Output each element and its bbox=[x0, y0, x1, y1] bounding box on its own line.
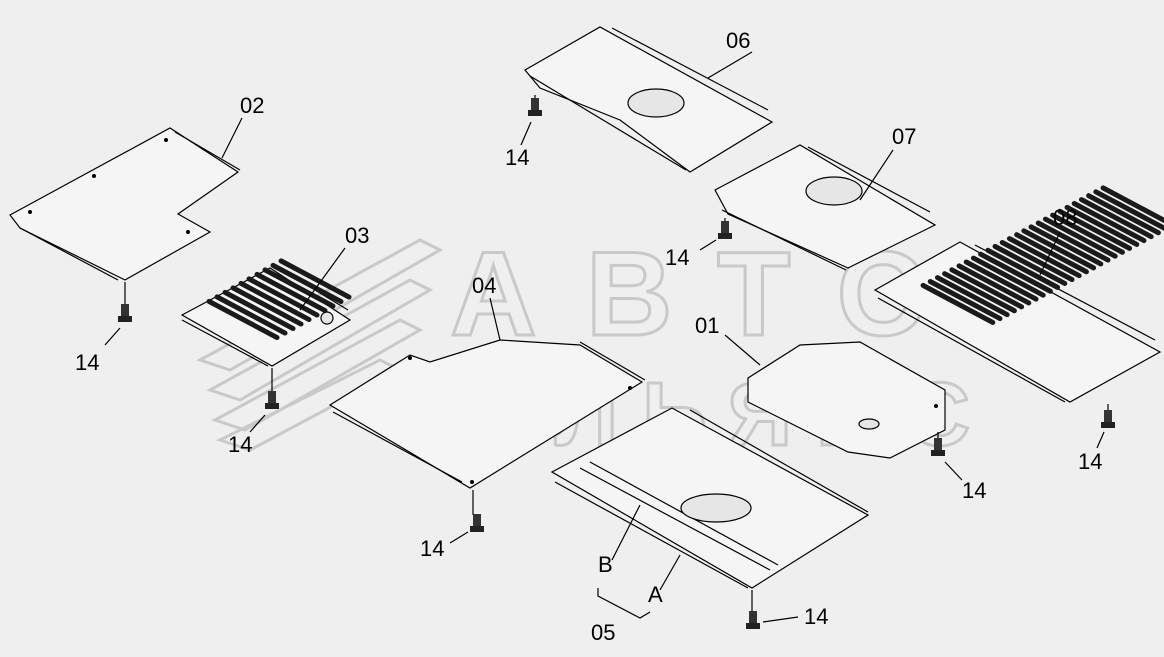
bolt-icon bbox=[746, 611, 760, 629]
vent-slot bbox=[206, 298, 280, 341]
vent-slot bbox=[970, 255, 1046, 298]
panel-03 bbox=[180, 247, 352, 395]
label-bolt-14: 14 bbox=[804, 604, 828, 629]
label-part-03: 03 bbox=[345, 223, 369, 248]
label-a: A bbox=[648, 582, 663, 607]
vent-slot bbox=[230, 285, 304, 327]
vent-slot bbox=[1035, 220, 1111, 263]
label-bolt-14: 14 bbox=[962, 478, 986, 503]
vent-slot bbox=[262, 267, 336, 309]
label-part-02: 02 bbox=[240, 93, 264, 118]
vent-slot bbox=[278, 258, 352, 300]
vent-slot bbox=[985, 247, 1061, 290]
label-b: B bbox=[598, 552, 613, 577]
panel-08 bbox=[873, 185, 1164, 420]
vent-slot bbox=[270, 262, 344, 305]
vent-slot bbox=[1014, 232, 1089, 275]
label-bolt-14: 14 bbox=[420, 536, 444, 561]
vent-slot bbox=[1071, 200, 1147, 244]
vent-slot bbox=[1057, 208, 1133, 251]
bolt-icon bbox=[931, 438, 945, 456]
vent-slot bbox=[1093, 189, 1164, 232]
panel-05 bbox=[550, 407, 870, 619]
vent-slot bbox=[238, 280, 312, 323]
vent-slot bbox=[920, 282, 996, 325]
vent-slot bbox=[1006, 236, 1082, 279]
vent-slot bbox=[1100, 185, 1164, 228]
vent-slot bbox=[254, 271, 328, 314]
vent-slot bbox=[1064, 204, 1140, 247]
label-bolt-14: 14 bbox=[75, 350, 99, 375]
vent-slot bbox=[1050, 212, 1125, 255]
panel-04 bbox=[328, 297, 646, 515]
label-part-01: 01 bbox=[695, 313, 719, 338]
label-bolt-14: 14 bbox=[665, 245, 689, 270]
panel-07 bbox=[714, 144, 937, 271]
bolt-icon bbox=[718, 221, 732, 239]
vent-slot bbox=[999, 239, 1075, 283]
vent-slot bbox=[963, 259, 1039, 302]
vent-slot bbox=[934, 275, 1010, 318]
label-part-06: 06 bbox=[726, 28, 750, 53]
vent-slot bbox=[1028, 224, 1104, 267]
bolt-icon bbox=[1101, 410, 1115, 428]
label-bolt-14: 14 bbox=[505, 145, 529, 170]
vent-slot bbox=[992, 243, 1068, 286]
vent-slot bbox=[978, 251, 1053, 294]
vent-slot bbox=[1078, 197, 1154, 240]
vent-slot bbox=[222, 289, 296, 332]
label-part-04: 04 bbox=[472, 273, 496, 298]
label-part-08: 08 bbox=[1053, 205, 1077, 230]
bolt-icon bbox=[528, 98, 542, 116]
vent-slot bbox=[1086, 193, 1161, 236]
panel-06 bbox=[524, 26, 774, 173]
bolt-icon bbox=[470, 514, 484, 532]
label-bolt-14: 14 bbox=[228, 432, 252, 457]
vent-slot bbox=[942, 271, 1017, 314]
label-part-07: 07 bbox=[892, 124, 916, 149]
vent-slot bbox=[956, 263, 1032, 306]
panel-02 bbox=[9, 117, 243, 305]
bolt-icon bbox=[118, 304, 132, 322]
label-bolt-14: 14 bbox=[1078, 449, 1102, 474]
vent-slot bbox=[1042, 216, 1118, 259]
bolt-icon bbox=[265, 391, 279, 409]
panel-01 bbox=[724, 334, 946, 459]
bolt-group bbox=[104, 98, 1115, 629]
label-part-05: 05 bbox=[591, 620, 615, 645]
vent-slot bbox=[214, 294, 288, 336]
vent-slot bbox=[927, 278, 1003, 322]
vent-slot bbox=[1021, 228, 1097, 271]
vent-slot bbox=[949, 267, 1025, 310]
